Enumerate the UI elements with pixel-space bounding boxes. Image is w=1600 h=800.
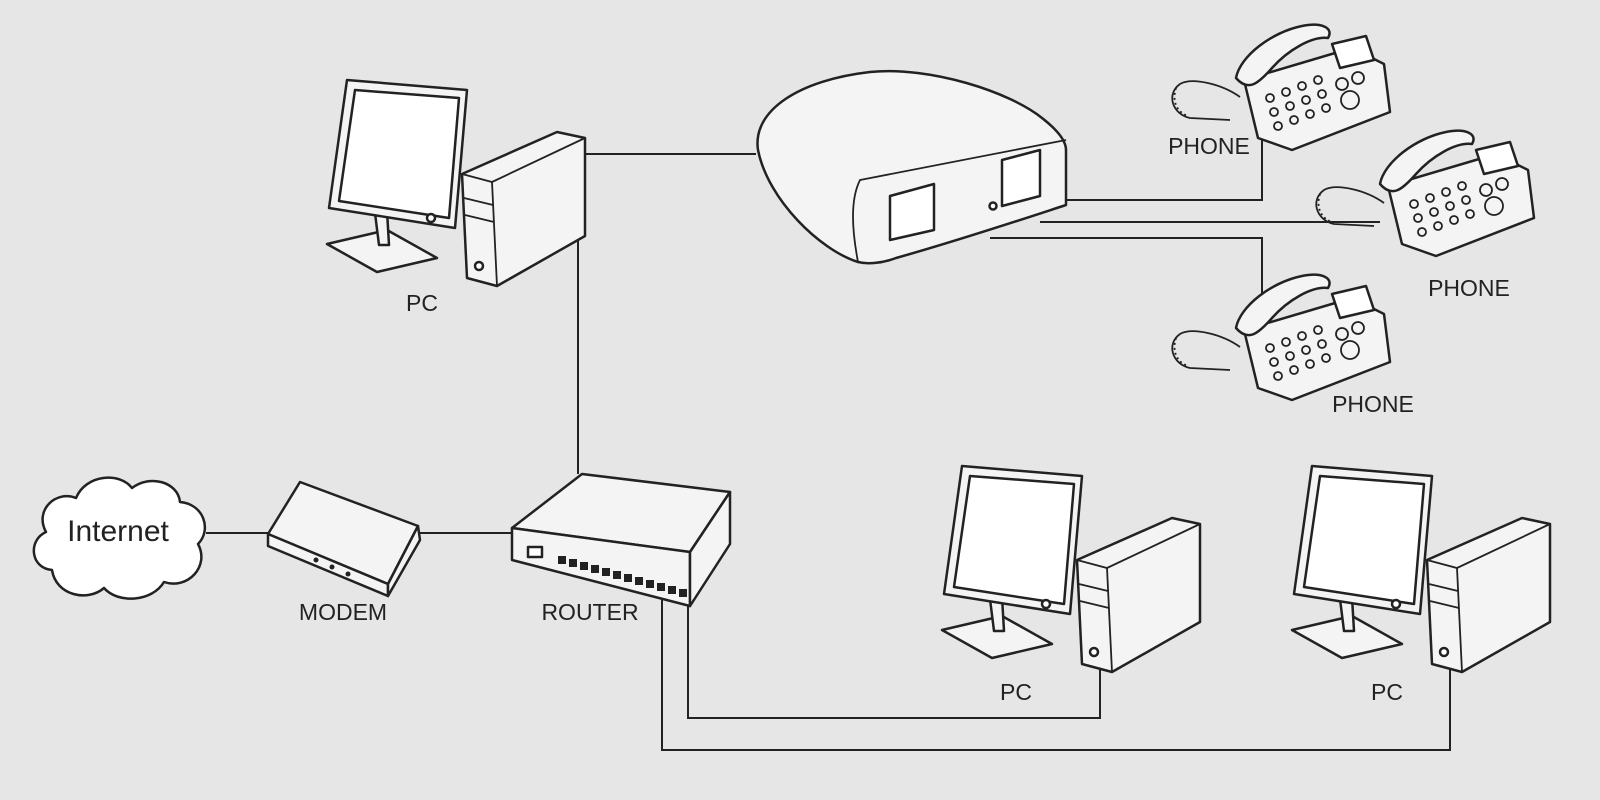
pc-bottom-2-label: PC bbox=[1371, 679, 1403, 705]
modem-icon bbox=[266, 480, 422, 598]
phone-3-label: PHONE bbox=[1332, 391, 1414, 417]
pc-bottom-1-icon bbox=[940, 464, 1202, 674]
pc-top-label: PC bbox=[406, 290, 438, 316]
internet-label: Internet bbox=[67, 515, 169, 548]
phone-3-icon bbox=[1171, 273, 1392, 402]
phone-3: PHONE bbox=[1171, 273, 1414, 417]
pc-bottom-1-label: PC bbox=[1000, 679, 1032, 705]
router-label: ROUTER bbox=[541, 599, 638, 625]
pc-bottom-1: PC bbox=[940, 464, 1202, 705]
pc-bottom-2: PC bbox=[1290, 464, 1552, 705]
phone-2-label: PHONE bbox=[1428, 275, 1510, 301]
phone-1-label: PHONE bbox=[1168, 133, 1250, 159]
link-router-pc-bottom-1 bbox=[687, 600, 1101, 719]
pc-top: PC bbox=[325, 78, 587, 316]
connection-lines bbox=[206, 110, 1451, 751]
modem-label: MODEM bbox=[299, 599, 387, 625]
internet-cloud: Internet bbox=[32, 476, 207, 600]
phone-2-icon bbox=[1315, 129, 1536, 258]
pc-top-icon bbox=[325, 78, 587, 288]
link-router-pc-bottom-2 bbox=[661, 600, 1451, 751]
phone-1: PHONE bbox=[1168, 23, 1392, 159]
router-icon bbox=[510, 472, 732, 608]
link-hub-phone-3 bbox=[990, 237, 1263, 320]
voip-adapter bbox=[756, 69, 1068, 265]
voip-adapter-icon bbox=[756, 69, 1068, 265]
router: ROUTER bbox=[510, 472, 732, 625]
pc-bottom-2-icon bbox=[1290, 464, 1552, 674]
cloud-icon bbox=[32, 476, 207, 600]
modem: MODEM bbox=[266, 480, 422, 625]
phone-1-icon bbox=[1171, 23, 1392, 152]
phone-2: PHONE bbox=[1315, 129, 1536, 301]
